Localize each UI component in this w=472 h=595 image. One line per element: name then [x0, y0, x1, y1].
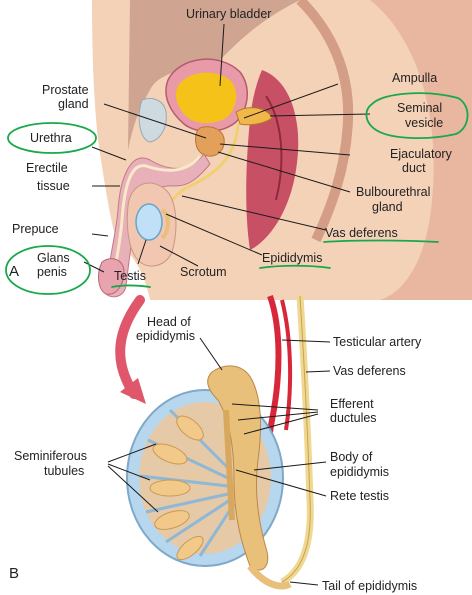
label-prostate-line2: gland — [58, 97, 89, 111]
label-urethra: Urethra — [30, 131, 72, 145]
label-body-line1: Body of — [330, 450, 373, 464]
label-rete-testis: Rete testis — [330, 489, 389, 503]
label-ejaculatory-line1: Ejaculatory — [390, 147, 453, 161]
label-prostate-line1: Prostate — [42, 83, 89, 97]
label-head-line1: Head of — [147, 315, 191, 329]
label-bulbourethral-line1: Bulbourethral — [356, 185, 430, 199]
label-tail: Tail of epididymis — [322, 579, 417, 593]
label-vas-deferens-a: Vas deferens — [325, 226, 398, 240]
label-urinary-bladder: Urinary bladder — [186, 7, 271, 21]
label-testicular-artery: Testicular artery — [333, 335, 422, 349]
label-scrotum: Scrotum — [180, 265, 227, 279]
label-prepuce: Prepuce — [12, 222, 59, 236]
label-epididymis: Epididymis — [262, 251, 322, 265]
label-vas-deferens-b: Vas deferens — [333, 364, 406, 378]
label-glans-line2: penis — [37, 265, 67, 279]
label-bulbourethral-line2: gland — [372, 200, 403, 214]
label-erectile-line2: tissue — [37, 179, 70, 193]
panel-label-a: A — [9, 263, 19, 280]
label-glans-line1: Glans — [37, 251, 70, 265]
label-efferent-line1: Efferent — [330, 397, 374, 411]
label-seminiferous-line2: tubules — [44, 464, 84, 478]
label-seminal-line1: Seminal — [397, 101, 442, 115]
label-head-line2: epididymis — [136, 329, 195, 343]
label-body-line2: epididymis — [330, 465, 389, 479]
label-efferent-line2: ductules — [330, 411, 377, 425]
label-ejaculatory-line2: duct — [402, 161, 426, 175]
label-testis: Testis — [114, 269, 146, 283]
label-erectile-line1: Erectile — [26, 161, 68, 175]
label-seminal-line2: vesicle — [405, 116, 443, 130]
panel-label-b: B — [9, 565, 19, 582]
label-ampulla: Ampulla — [392, 71, 437, 85]
testis-underline — [112, 286, 150, 288]
label-seminiferous-line1: Seminiferous — [14, 449, 87, 463]
